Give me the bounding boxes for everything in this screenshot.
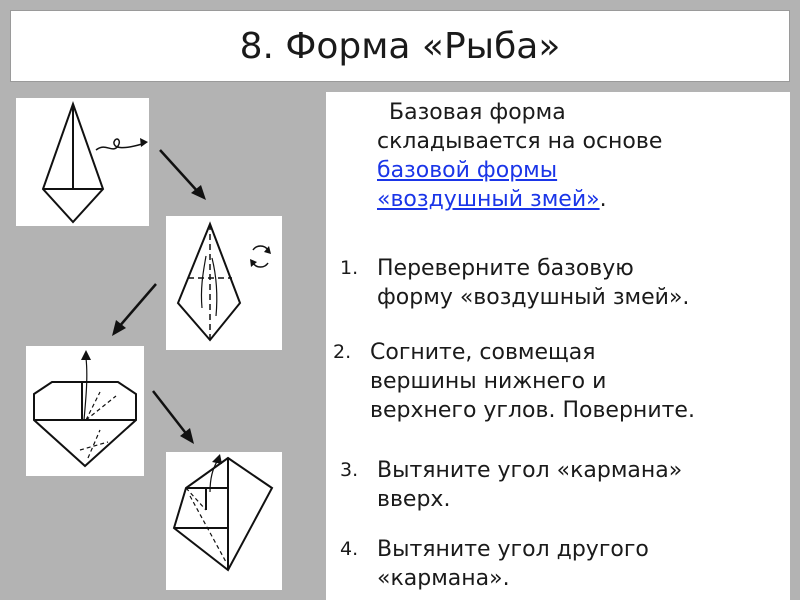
step-line: верхнего углов. Поверните. <box>370 398 695 423</box>
diagram-step-fold <box>26 346 144 476</box>
rotate-icon <box>250 245 271 268</box>
step-line: вверх. <box>377 487 451 512</box>
intro-line: Базовая форма <box>389 100 566 125</box>
step-line: Вытяните угол другого <box>377 537 649 562</box>
page-title: 8. Форма «Рыба» <box>239 25 561 67</box>
step-line: Согните, совмещая <box>370 340 596 365</box>
intro-line: складывается на основе <box>377 129 663 154</box>
step-line: вершины нижнего и <box>370 369 607 394</box>
diagram-step-turned <box>166 216 282 350</box>
diagram-step-kite <box>16 98 149 226</box>
instructions-panel: Базовая форма складывается на основе баз… <box>326 92 790 600</box>
list-item: 3. Вытяните угол «кармана» вверх. <box>340 456 683 514</box>
kite-base-drawing <box>41 100 105 224</box>
turned-kite-drawing <box>176 221 242 342</box>
list-item: 1. Переверните базовую форму «воздушный … <box>340 254 690 312</box>
diagram-step-pocket <box>166 452 282 590</box>
intro-paragraph: Базовая форма складывается на основе баз… <box>377 98 777 214</box>
pocket-fold-drawing <box>172 454 274 572</box>
arrow-icon <box>112 283 157 336</box>
turn-over-icon <box>95 138 148 151</box>
step-number: 4. <box>340 538 359 560</box>
step-line: форму «воздушный змей». <box>377 285 690 310</box>
kite-base-link[interactable]: базовой формы <box>377 158 558 183</box>
kite-base-link[interactable]: «воздушный змей» <box>377 187 600 212</box>
step-line: «кармана». <box>377 566 510 591</box>
intro-period: . <box>599 187 607 212</box>
step-line: Переверните базовую <box>377 256 634 281</box>
step-number: 1. <box>340 257 359 279</box>
step-number: 2. <box>333 341 352 363</box>
arrow-icon <box>159 149 206 200</box>
step-number: 3. <box>340 459 359 481</box>
title-bar: 8. Форма «Рыба» <box>10 10 790 82</box>
folded-shape-drawing <box>33 350 137 468</box>
list-item: 2. Согните, совмещая вершины нижнего и в… <box>333 338 695 425</box>
arrow-icon <box>152 390 194 444</box>
list-item: 4. Вытяните угол другого «кармана». <box>340 535 649 593</box>
step-line: Вытяните угол «кармана» <box>377 458 683 483</box>
